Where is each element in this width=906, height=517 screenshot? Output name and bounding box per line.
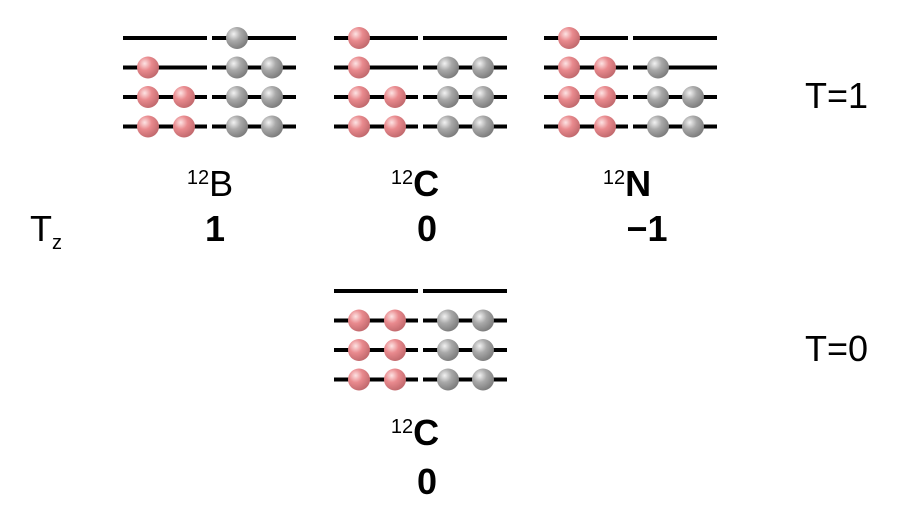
nucleus-label-12C: 12C [391, 163, 439, 204]
proton-sphere [348, 27, 370, 49]
proton-sphere [384, 339, 406, 361]
nucleus-label-12C-T0: 12C [391, 412, 439, 453]
neutron-sphere [472, 56, 494, 79]
tz-value-12C: 0 [417, 208, 437, 249]
neutron-sphere [437, 86, 459, 108]
proton-sphere [594, 115, 616, 138]
neutron-sphere [682, 115, 704, 138]
neutron-sphere [437, 115, 459, 138]
level-diagram-12B [123, 27, 296, 138]
level-diagram-12C-T0 [334, 289, 507, 391]
neutron-sphere [647, 86, 669, 108]
tz-value-12N: −1 [626, 208, 667, 249]
neutron-sphere [261, 56, 283, 79]
neutron-sphere [647, 56, 669, 79]
proton-sphere [173, 86, 195, 108]
proton-sphere [384, 309, 406, 332]
proton-sphere [384, 115, 406, 138]
proton-sphere [348, 309, 370, 332]
proton-sphere [137, 56, 159, 79]
proton-sphere [348, 115, 370, 138]
neutron-sphere [472, 115, 494, 138]
proton-sphere [558, 86, 580, 108]
neutron-sphere [437, 56, 459, 79]
neutron-sphere [682, 86, 704, 108]
neutron-sphere [472, 339, 494, 361]
proton-sphere [594, 56, 616, 79]
tz-value-12C-T0: 0 [417, 461, 437, 502]
neutron-sphere [472, 86, 494, 108]
proton-sphere [384, 368, 406, 391]
neutron-sphere [472, 368, 494, 391]
tz-value-12B: 1 [205, 208, 225, 249]
proton-sphere [173, 115, 195, 138]
proton-sphere [558, 115, 580, 138]
neutron-sphere [472, 309, 494, 332]
neutron-sphere [226, 86, 248, 108]
isospin-label-t1: T=1 [805, 75, 868, 116]
neutron-sphere [226, 56, 248, 79]
neutron-sphere [437, 309, 459, 332]
proton-sphere [384, 86, 406, 108]
tz-axis-label: Tz [30, 208, 62, 254]
neutron-sphere [226, 27, 248, 49]
proton-sphere [137, 86, 159, 108]
proton-sphere [558, 27, 580, 49]
proton-sphere [348, 56, 370, 79]
level-diagram-12C [334, 27, 507, 138]
neutron-sphere [226, 115, 248, 138]
isospin-label-t0: T=0 [805, 328, 868, 369]
proton-sphere [348, 368, 370, 391]
proton-sphere [594, 86, 616, 108]
neutron-sphere [261, 86, 283, 108]
nucleus-label-12B: 12B [187, 163, 233, 204]
neutron-sphere [261, 115, 283, 138]
neutron-sphere [437, 339, 459, 361]
neutron-sphere [437, 368, 459, 391]
proton-sphere [348, 339, 370, 361]
nucleus-label-12N: 12N [603, 163, 651, 204]
proton-sphere [348, 86, 370, 108]
level-diagram-12N [544, 27, 717, 138]
neutron-sphere [647, 115, 669, 138]
proton-sphere [137, 115, 159, 138]
proton-sphere [558, 56, 580, 79]
